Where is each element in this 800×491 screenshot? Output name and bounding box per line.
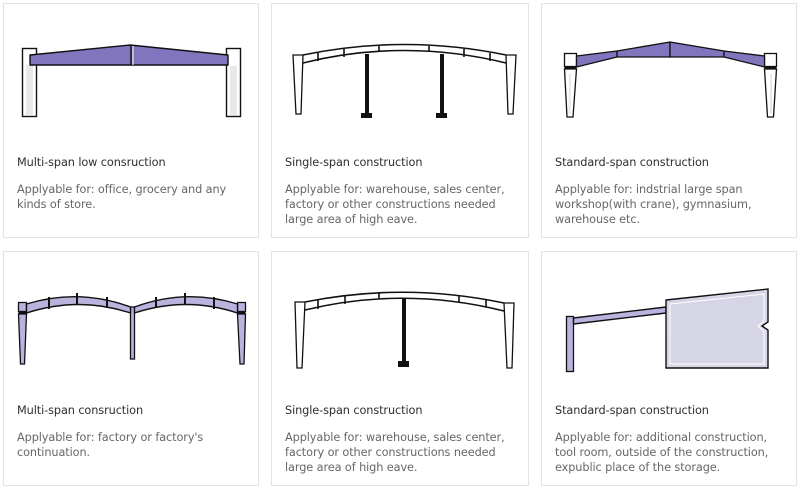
card-description: Applyable for: indstrial large span work… xyxy=(555,183,752,226)
card-title: Multi-span low consruction xyxy=(17,156,166,169)
card-title: Multi-span consruction xyxy=(17,404,144,417)
card-title: Single-span construction xyxy=(285,404,423,417)
lean-to-extension-frame-diagram-icon xyxy=(565,288,769,373)
construction-card-standard-span-gable[interactable]: Standard-span construction Applyable for… xyxy=(541,3,797,238)
card-description: Applyable for: factory or factory's cont… xyxy=(17,431,204,459)
construction-card-standard-span-lean-to[interactable]: Standard-span construction Applyable for… xyxy=(541,251,797,486)
construction-card-multi-span-low[interactable]: Multi-span low consruction Applyable for… xyxy=(3,3,259,238)
card-title: Standard-span construction xyxy=(555,404,709,417)
construction-card-multi-span[interactable]: Multi-span consruction Applyable for: fa… xyxy=(3,251,259,486)
standard-span-gable-frame-diagram-icon xyxy=(563,41,778,118)
card-description: Applyable for: office, grocery and any k… xyxy=(17,183,227,211)
construction-card-single-span-two-supports[interactable]: Single-span construction Applyable for: … xyxy=(271,3,529,238)
multi-span-double-arch-frame-diagram-icon xyxy=(17,293,247,365)
card-title: Single-span construction xyxy=(285,156,423,169)
single-span-center-support-frame-diagram-icon xyxy=(294,291,515,369)
single-span-two-support-frame-diagram-icon xyxy=(292,43,517,118)
multi-span-low-frame-diagram-icon xyxy=(21,44,242,118)
construction-card-single-span-center-support[interactable]: Single-span construction Applyable for: … xyxy=(271,251,529,486)
card-description: Applyable for: warehouse, sales center, … xyxy=(285,431,505,474)
card-description: Applyable for: additional construction, … xyxy=(555,431,769,474)
card-description: Applyable for: warehouse, sales center, … xyxy=(285,183,505,226)
card-title: Standard-span construction xyxy=(555,156,709,169)
